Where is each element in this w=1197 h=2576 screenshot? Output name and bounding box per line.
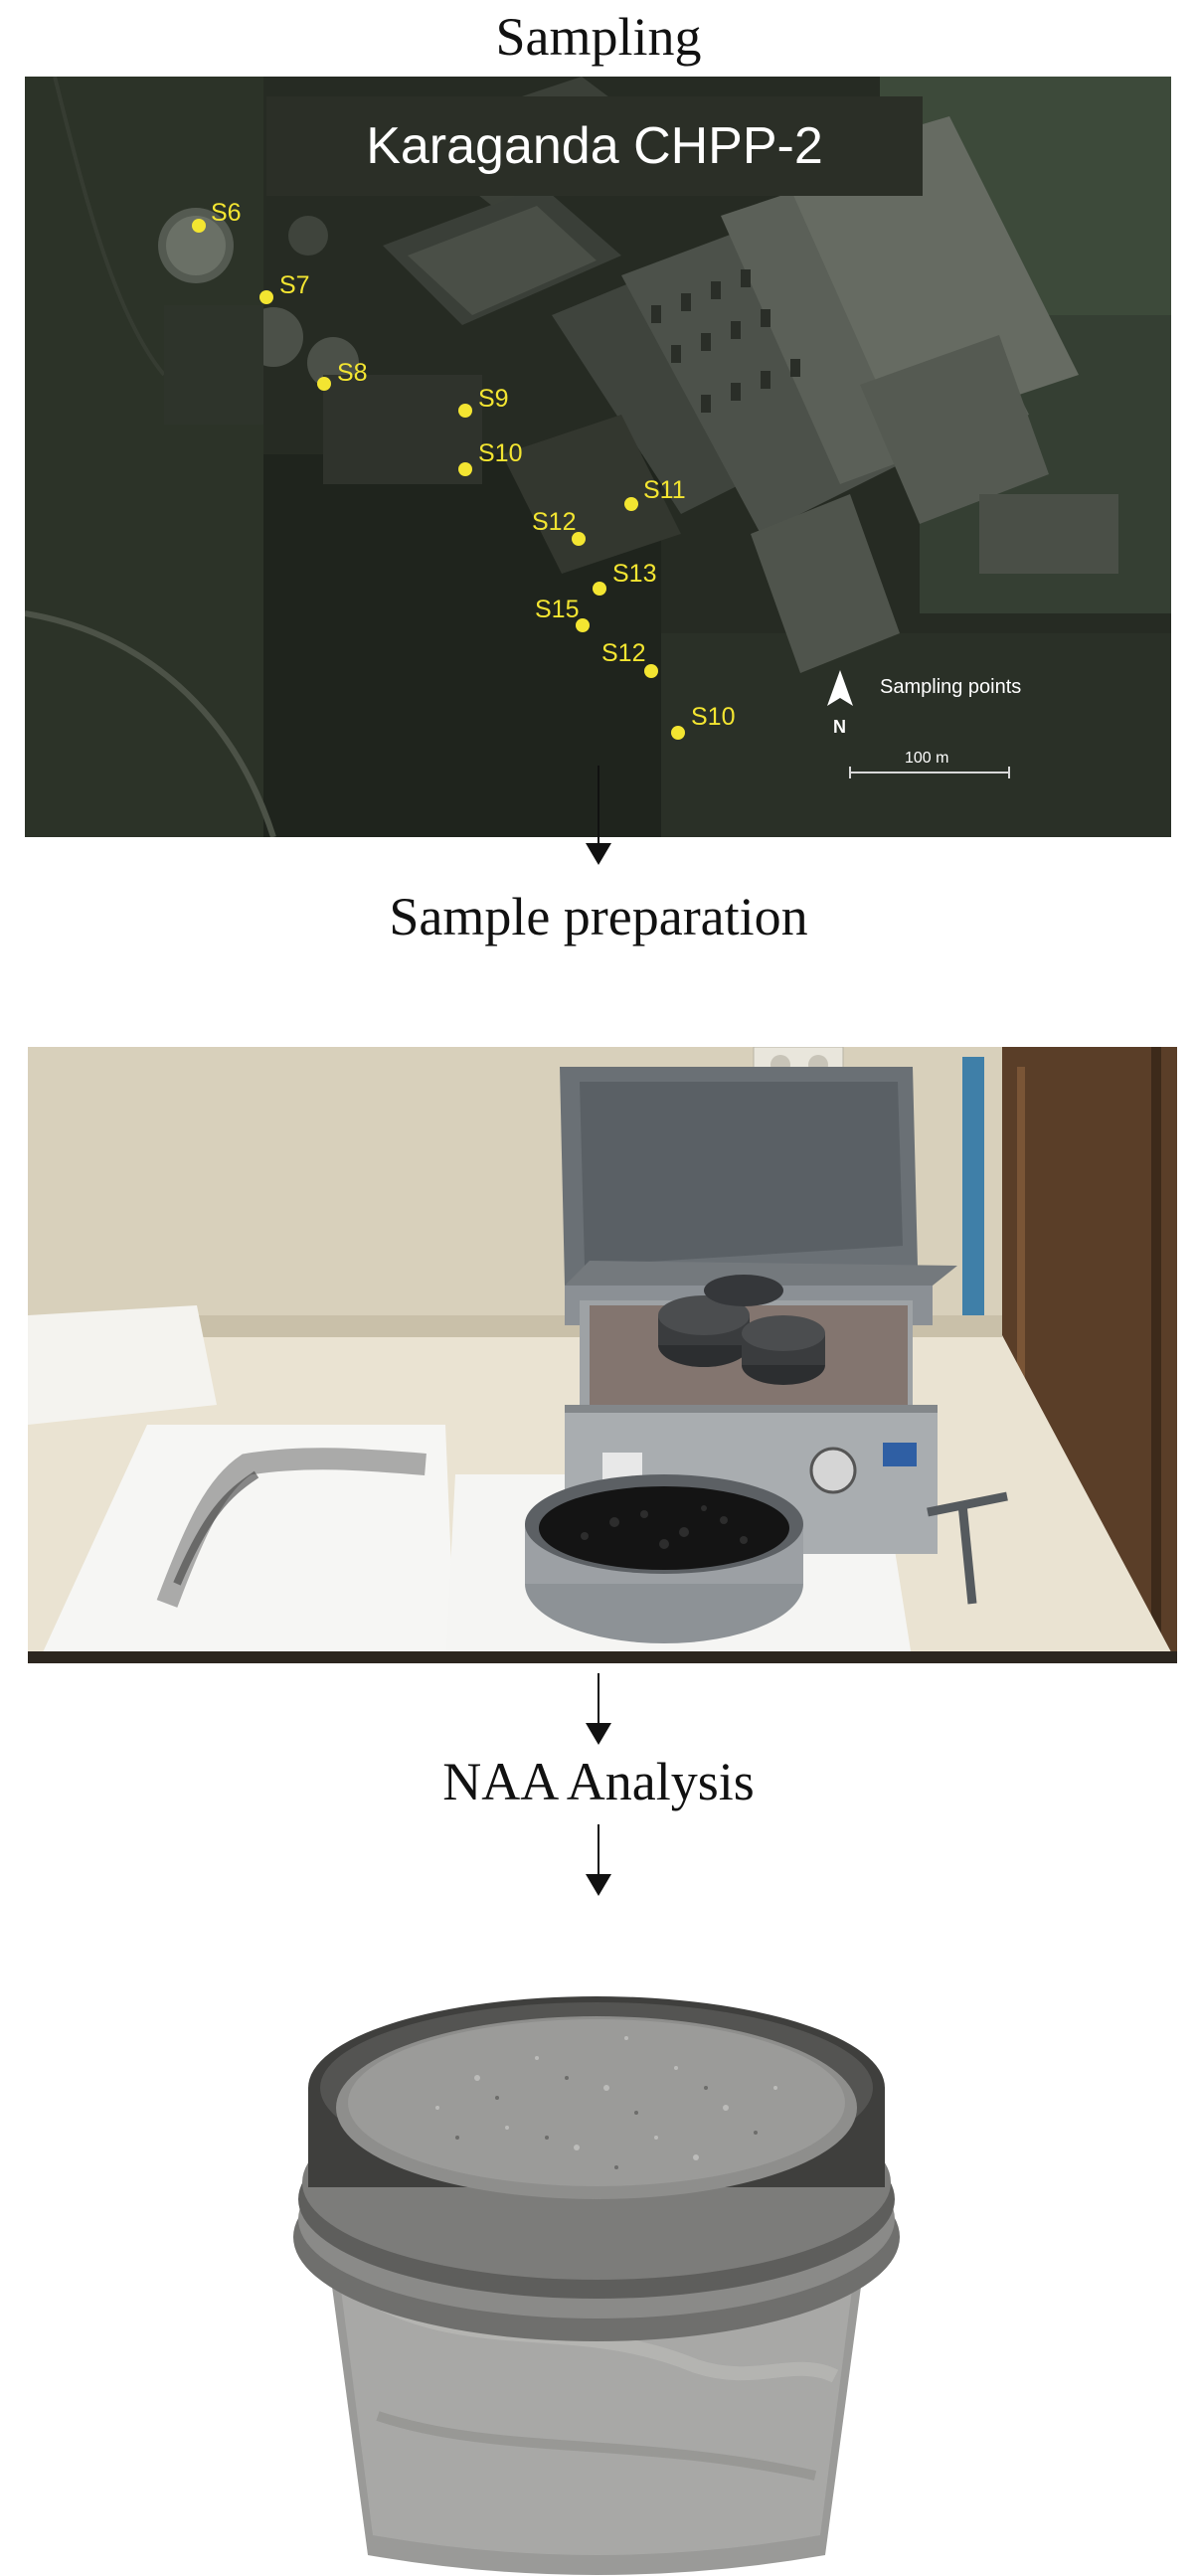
lab-scene	[28, 1047, 1177, 1663]
point-label-s11: S11	[643, 476, 686, 504]
sampling-point-s7	[259, 290, 273, 304]
sample-jar-photo	[278, 1939, 915, 2576]
sample-preparation-photo	[28, 1047, 1177, 1663]
sampling-point-s8	[317, 377, 331, 391]
scale-bar	[849, 767, 1010, 778]
sampling-point-s12-b	[644, 664, 658, 678]
sampling-point-s6	[192, 219, 206, 233]
sampling-point-s15	[576, 618, 590, 632]
north-label: N	[833, 717, 846, 737]
point-label-s10-a: S10	[478, 439, 522, 467]
sampling-point-s10-a	[458, 462, 472, 476]
map-imagery: S6 S7 S8 S9 S10 S11 S12 S13 S15 S12 S10 …	[25, 77, 1171, 837]
map-title: Karaganda CHPP-2	[266, 96, 923, 196]
sampling-point-s10-b	[671, 726, 685, 740]
point-label-s6: S6	[211, 199, 242, 227]
point-label-s8: S8	[337, 359, 368, 387]
point-label-s13: S13	[612, 560, 656, 588]
point-label-s12-b: S12	[601, 639, 645, 667]
point-label-s15: S15	[535, 596, 579, 623]
sampling-point-s11	[624, 497, 638, 511]
north-arrow-icon	[827, 670, 853, 706]
sampling-point-s9	[458, 404, 472, 418]
scale-label: 100 m	[905, 750, 948, 767]
sampling-points: S6 S7 S8 S9 S10 S11 S12 S13 S15 S12 S10	[192, 199, 735, 740]
jar-scene	[293, 1996, 900, 2575]
sampling-point-s12-a	[572, 532, 586, 546]
legend-label: Sampling points	[880, 676, 1021, 698]
point-label-s12-a: S12	[532, 508, 576, 536]
step-title-naa-analysis: NAA Analysis	[442, 1752, 755, 1811]
point-label-s10-b: S10	[691, 703, 735, 731]
point-label-s7: S7	[279, 271, 310, 299]
point-label-s9: S9	[478, 385, 509, 413]
sampling-point-s13	[593, 582, 606, 596]
satellite-map: S6 S7 S8 S9 S10 S11 S12 S13 S15 S12 S10 …	[25, 77, 1171, 837]
step-title-sampling: Sampling	[495, 7, 702, 67]
step-title-sample-preparation: Sample preparation	[389, 887, 808, 946]
